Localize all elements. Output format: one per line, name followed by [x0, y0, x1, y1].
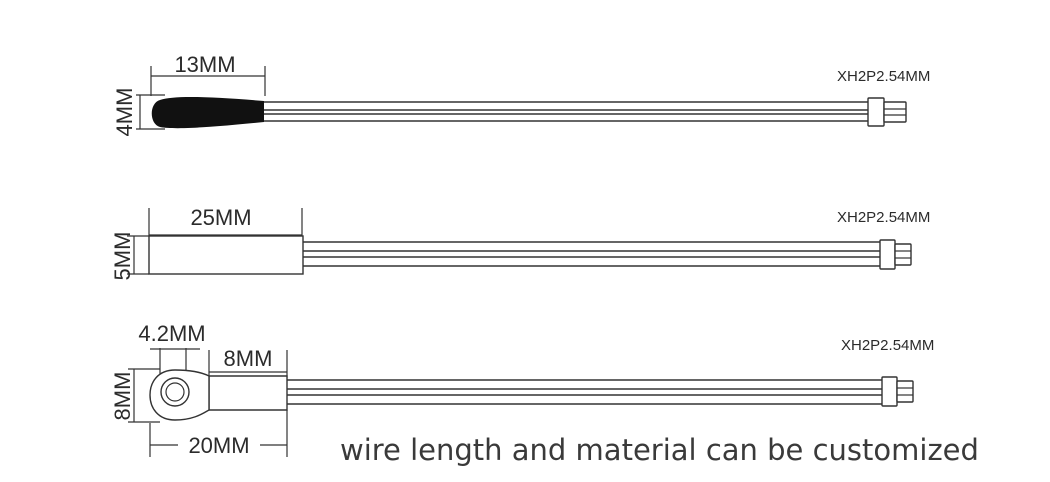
- xh-connector: [881, 376, 914, 407]
- wire-pair: [303, 241, 880, 267]
- ring-lug-body: [149, 369, 288, 421]
- dimension-length-13mm: 13MM: [150, 52, 266, 96]
- dimension-length-25mm: 25MM: [148, 205, 303, 236]
- xh-connector: [879, 239, 912, 270]
- dimension-hole-4-2mm: 4.2MM: [138, 321, 206, 375]
- label-length: 25MM: [190, 205, 251, 230]
- sensor-epoxy-bead: 13MM 4MM XH2P2.54MM: [112, 52, 930, 136]
- connector-label: XH2P2.54MM: [841, 337, 934, 354]
- label-total-length: 20MM: [188, 433, 249, 458]
- label-barrel: 8MM: [224, 346, 273, 371]
- sensor-tube: 25MM 5MM XH2P2.54MM: [110, 205, 930, 280]
- dimension-diameter-4mm: 4MM: [112, 88, 165, 137]
- xh-connector: [867, 97, 907, 127]
- label-diameter: 4MM: [112, 88, 137, 137]
- label-diameter: 5MM: [110, 232, 135, 281]
- connector-label: XH2P2.54MM: [837, 68, 930, 85]
- connector-label: XH2P2.54MM: [837, 209, 930, 226]
- label-length: 13MM: [174, 52, 235, 77]
- epoxy-bead-head: [151, 97, 264, 129]
- wire-pair: [262, 101, 868, 122]
- wire-pair: [287, 379, 882, 405]
- sensor-ring-lug: 4.2MM 8MM 8MM 20MM: [110, 321, 934, 458]
- dimension-total-20mm: 20MM: [149, 410, 288, 458]
- customization-note: wire length and material can be customiz…: [340, 433, 979, 467]
- dimension-barrel-8mm: 8MM: [208, 346, 288, 378]
- dimension-diameter-5mm: 5MM: [110, 232, 149, 281]
- dimension-height-8mm: 8MM: [110, 368, 160, 423]
- tube-probe-body: [148, 235, 304, 275]
- label-height: 8MM: [110, 372, 135, 421]
- label-hole: 4.2MM: [138, 321, 205, 346]
